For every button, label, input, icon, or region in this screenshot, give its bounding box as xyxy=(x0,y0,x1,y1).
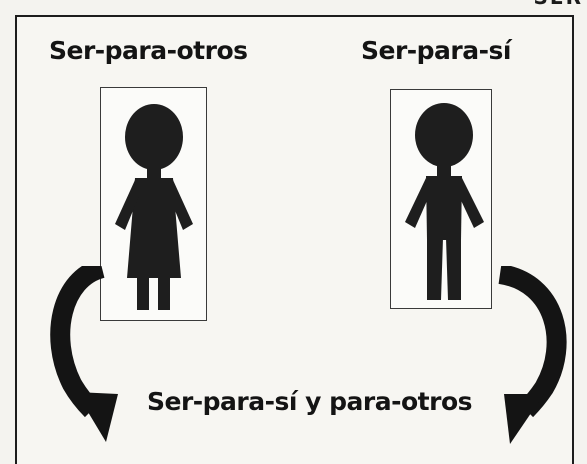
curved-arrow-down-left-icon xyxy=(497,266,567,444)
bottom-label: Ser-para-sí y para-otros xyxy=(147,387,473,416)
left-curved-arrow xyxy=(50,266,150,448)
left-label: Ser-para-otros xyxy=(49,36,248,65)
cropped-heading: SER xyxy=(0,0,587,10)
right-figure-card xyxy=(390,89,492,309)
cropped-heading-text: SER xyxy=(534,0,583,9)
left-figure-card xyxy=(100,87,207,321)
person-dress-silhouette-icon xyxy=(115,104,193,310)
curved-arrow-down-right-icon xyxy=(50,266,118,442)
right-label: Ser-para-sí xyxy=(361,36,511,65)
person-silhouette-icon xyxy=(405,103,484,300)
right-curved-arrow xyxy=(444,266,574,448)
